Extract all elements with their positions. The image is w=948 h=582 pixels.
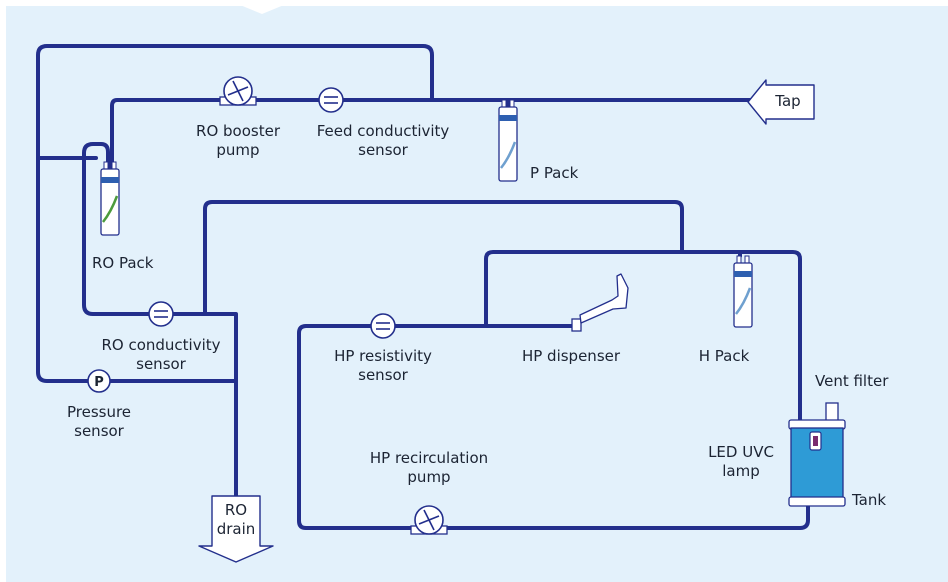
pipe-ro-drain-line — [82, 156, 238, 507]
vent-filter-label: Vent filter — [815, 372, 889, 390]
p-pack-label: P Pack — [530, 164, 579, 182]
feed-conductivity-sensor-icon — [318, 87, 344, 113]
tank-label: Tank — [852, 491, 887, 509]
ro-booster-pump-label: RO booster pump — [196, 122, 280, 159]
pressure-symbol: P — [94, 375, 104, 390]
pipe-hp-loop — [297, 324, 810, 530]
ro-booster-pump-icon — [219, 76, 257, 106]
ro-drain-arrow-icon — [198, 495, 274, 563]
hp-dispenser-label: HP dispenser — [521, 347, 621, 365]
pipe-feed-line — [110, 98, 762, 170]
ro-pack-label: RO Pack — [92, 254, 154, 272]
vent-filter-icon — [825, 402, 839, 422]
ro-conductivity-sensor-label: RO conductivity sensor — [101, 336, 221, 373]
pressure-sensor-label: Pressure sensor — [66, 403, 132, 440]
tap-arrow-icon — [747, 79, 815, 125]
led-uvc-lamp-label: LED UVC lamp — [708, 443, 774, 480]
ro-drain-label: RO drain — [216, 501, 256, 538]
hp-resistivity-sensor-icon — [370, 313, 396, 339]
pipe-hp-top — [484, 250, 802, 422]
feed-conductivity-sensor-label: Feed conductivity sensor — [316, 122, 450, 159]
tank-icon — [788, 402, 846, 507]
p-pack-filter-cartridge-icon — [498, 99, 518, 182]
h-pack-filter-cartridge-icon — [733, 255, 753, 328]
pipe-ro-loop — [82, 142, 110, 170]
h-pack-label: H Pack — [698, 347, 750, 365]
panel-notch — [228, 0, 296, 14]
pressure-sensor-icon: P — [87, 369, 111, 393]
pipes — [36, 44, 810, 530]
hp-resistivity-sensor-label: HP resistivity sensor — [334, 347, 432, 384]
ro-pack-filter-cartridge-icon — [100, 161, 120, 236]
tap-label: Tap — [775, 92, 801, 110]
pipe-ro-product — [203, 200, 684, 316]
ro-conductivity-sensor-icon — [148, 301, 174, 327]
pipe-outer-loop — [36, 44, 434, 383]
hp-dispenser-icon — [571, 273, 629, 332]
hp-recirculation-pump-icon — [410, 505, 448, 535]
hp-recirculation-pump-label: HP recirculation pump — [369, 449, 489, 486]
